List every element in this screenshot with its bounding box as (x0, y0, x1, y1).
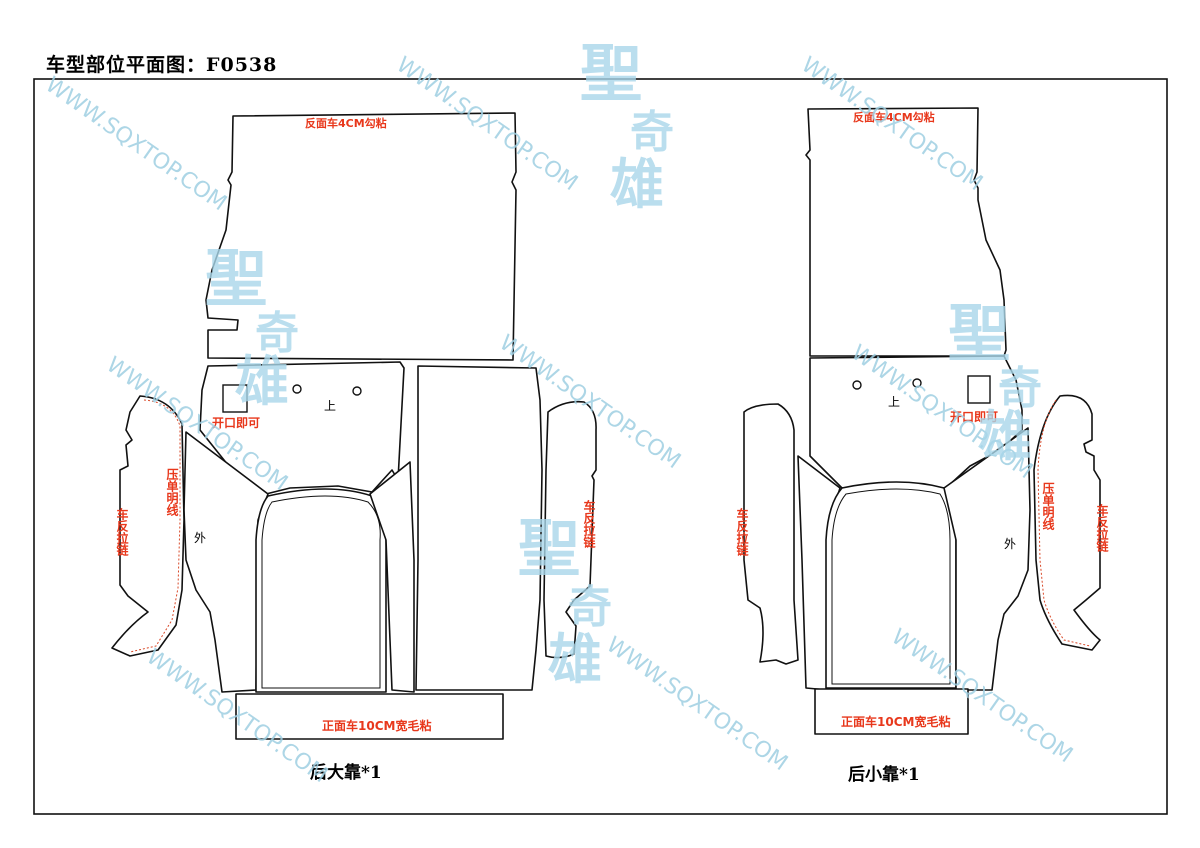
left-right-side-piece (543, 400, 597, 659)
right-opening-mark (967, 375, 991, 404)
right-wing-piece (943, 427, 1031, 691)
svg-text:雄: 雄 (235, 349, 289, 413)
logo-watermark: 聖 奇 雄 (205, 242, 299, 413)
left-tall-panel (415, 365, 543, 691)
logo-watermark: 聖 奇 雄 (580, 37, 674, 216)
logo-watermark: 聖 奇 雄 (948, 297, 1042, 468)
right-top-panel-note: 反面车4CM勾粘 (853, 110, 935, 124)
right-zipper-note-right: 车反拉链 (1095, 503, 1109, 553)
right-hole-2 (912, 378, 922, 388)
right-pattern-set: 反面车4CM勾粘 开口即可 上 外 压单明线 车反拉链 车反拉链 正面车10CM… (735, 107, 1109, 785)
svg-text:奇: 奇 (568, 582, 612, 633)
left-zipper-note-left: 车反拉链 (115, 507, 129, 557)
left-curved-side-piece (111, 395, 185, 657)
left-topstitch-note: 压单明线 (165, 468, 179, 517)
left-seat-piece (255, 488, 388, 693)
left-pattern-set: 反面车4CM勾粘 开口即可 上 外 压单明线 车反拉链 车反拉链 正面车10CM… (111, 112, 597, 783)
svg-text:雄: 雄 (548, 627, 602, 691)
right-bottom-strip (814, 688, 969, 735)
left-top-panel-note: 反面车4CM勾粘 (305, 116, 387, 130)
left-bottom-strip (235, 693, 504, 740)
left-outer-mark: 外 (194, 531, 206, 545)
page-title: 车型部位平面图：F0538 (46, 54, 278, 76)
svg-text:聖: 聖 (580, 37, 642, 110)
svg-text:聖: 聖 (518, 512, 580, 585)
left-hole-1 (292, 384, 302, 394)
right-zipper-note-left: 车反拉链 (735, 507, 749, 557)
right-opening-note: 开口即可 (950, 410, 998, 424)
left-up-mark: 上 (324, 399, 336, 413)
right-bottom-strip-note: 正面车10CM宽毛粘 (841, 714, 950, 729)
svg-text:聖: 聖 (205, 242, 267, 315)
left-middle-panel (199, 361, 405, 495)
right-curved-side-piece (1033, 394, 1101, 651)
svg-text:奇: 奇 (255, 308, 299, 359)
left-bottom-strip-note: 正面车10CM宽毛粘 (322, 718, 431, 733)
svg-text:雄: 雄 (610, 152, 664, 216)
left-wedge-piece (369, 461, 415, 693)
watermark-url: WWW.SQXTOP.COM (41, 72, 231, 216)
left-top-panel (205, 112, 517, 361)
right-up-mark: 上 (888, 395, 900, 409)
svg-text:奇: 奇 (630, 107, 674, 158)
right-outer-mark: 外 (1004, 537, 1016, 551)
right-topstitch-note: 压单明线 (1041, 482, 1055, 531)
right-hole-1 (852, 380, 862, 390)
right-caption: 后小靠*1 (848, 764, 920, 785)
left-caption: 后大靠*1 (310, 762, 382, 783)
left-opening-mark (222, 384, 248, 413)
logo-watermark: 聖 奇 雄 (518, 512, 612, 691)
svg-text:奇: 奇 (998, 363, 1042, 414)
svg-text:聖: 聖 (948, 297, 1010, 370)
right-top-panel (805, 107, 1007, 357)
left-opening-note: 开口即可 (212, 416, 260, 430)
left-zipper-note-right: 车反拉链 (582, 499, 596, 549)
right-left-side-piece (743, 403, 799, 665)
svg-text:雄: 雄 (978, 404, 1032, 468)
left-hole-2 (352, 386, 362, 396)
drawing-frame (33, 78, 1168, 815)
right-middle-panel (809, 355, 1023, 489)
